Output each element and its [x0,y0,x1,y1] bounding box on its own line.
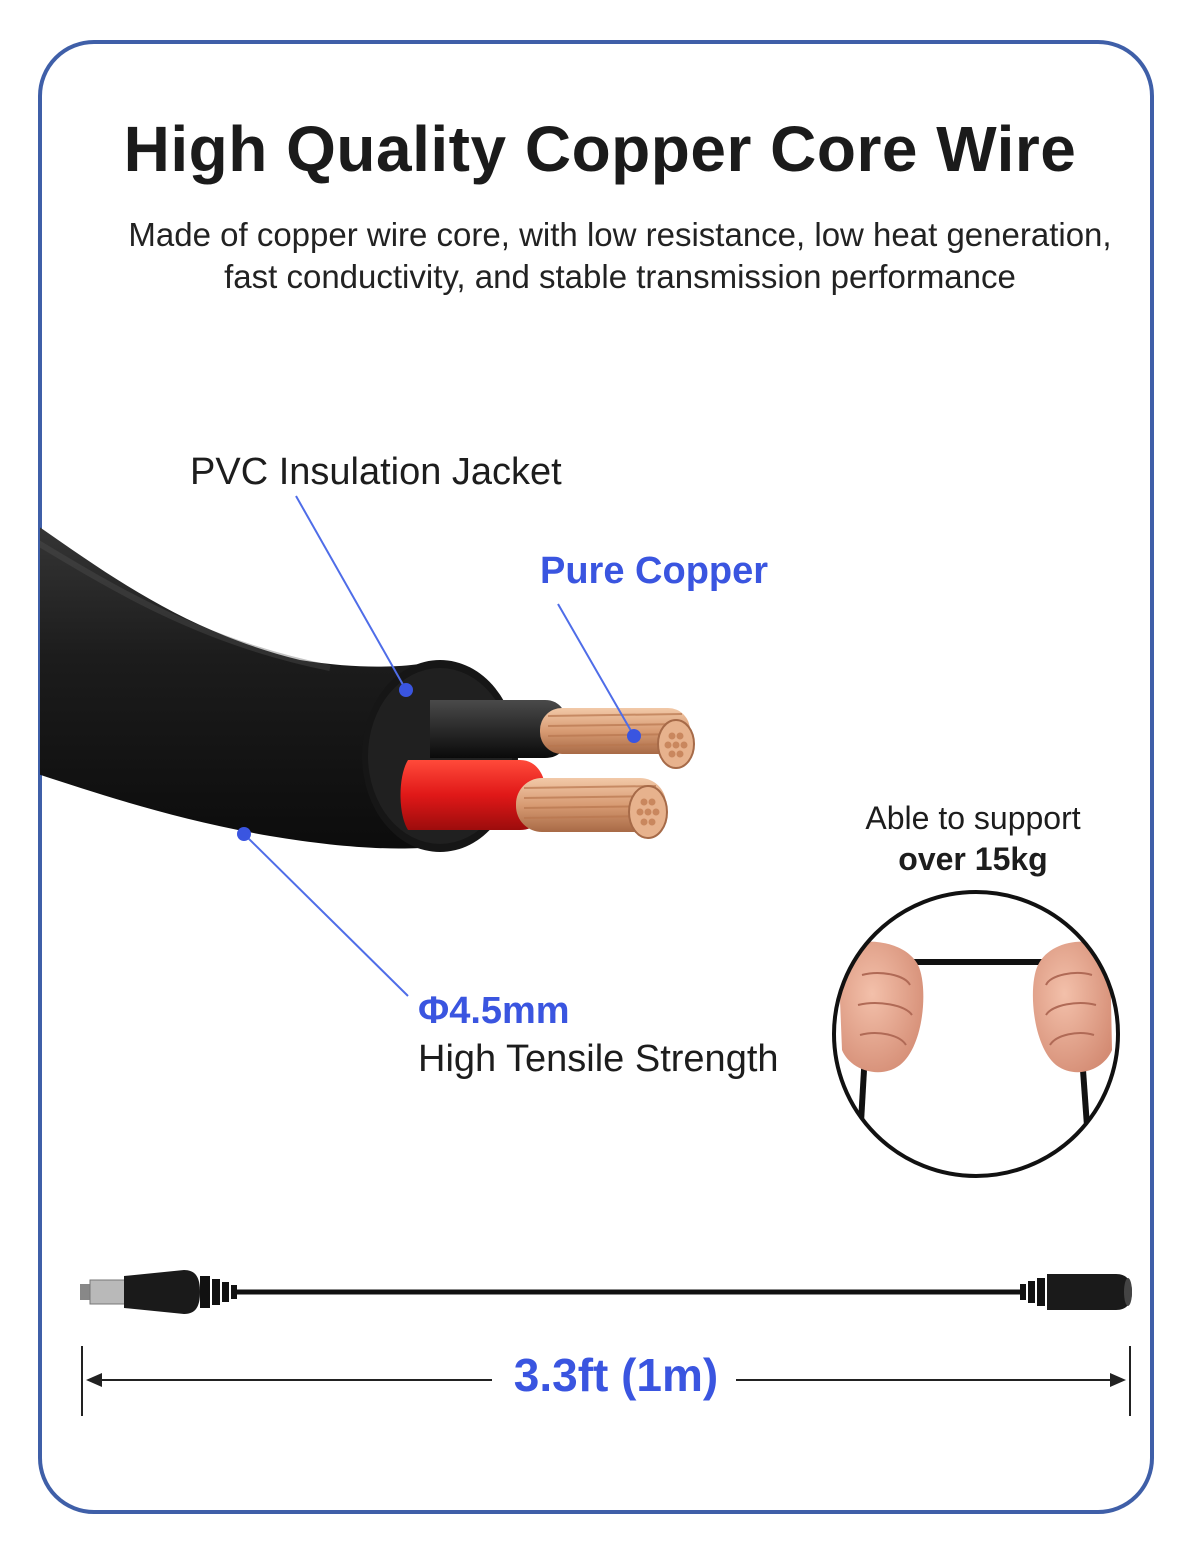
red-core [400,760,668,839]
length-dimension-line [81,1346,1131,1416]
support-label-line-2: over 15kg [898,841,1048,877]
dc-male-plug-icon [80,1270,237,1314]
subtitle-line-2: fast conductivity, and stable transmissi… [224,258,1016,295]
page-subtitle: Made of copper wire core, with low resis… [100,214,1140,298]
dc-female-jack-icon [1020,1274,1132,1310]
diameter-callout-label: Φ4.5mm [418,990,570,1032]
subtitle-line-1: Made of copper wire core, with low resis… [128,216,1112,253]
cable-length-label: 3.3ft (1m) [496,1348,736,1402]
support-label-line-1: Able to support [865,800,1081,836]
callout-leaders [237,495,641,997]
dc-extension-cable [80,1270,1132,1314]
jacket-callout-label: PVC Insulation Jacket [190,451,562,493]
hands-pulling-cable-icon [832,890,1120,1178]
black-core [430,700,695,769]
page-title: High Quality Copper Core Wire [123,113,1077,185]
copper-callout-label: Pure Copper [540,550,769,592]
tensile-callout-label: High Tensile Strength [418,1038,779,1080]
cable-jacket [40,500,420,849]
